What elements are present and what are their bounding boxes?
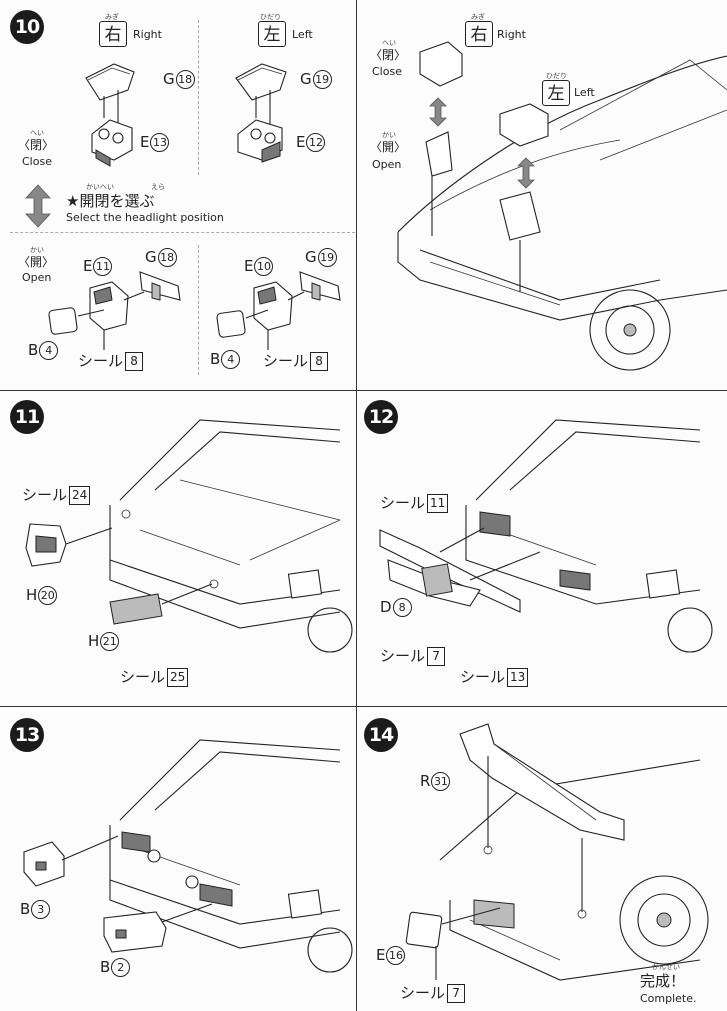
car-rear-step12 [379,419,713,653]
open-ruby: かい [30,246,44,254]
car-rear-step14 [405,723,709,981]
select-jp: ★開閉を選ぶ [66,192,155,210]
complete-ruby: かんせい [652,963,680,971]
car-rear-step13 [23,739,353,973]
open-jp: 〈開〉 [18,255,55,269]
step-number-10: 10 [10,10,44,44]
select-ruby-2: えら [151,183,165,191]
dashed-divider-horizontal [10,232,355,233]
complete-jp: 完成！ [640,972,686,990]
right-ruby-panel: みぎ [471,13,485,21]
column-divider [356,0,357,1011]
close-jp-panel: 〈閉〉 [370,48,407,62]
close-ruby-panel: へい [382,39,396,47]
step-number-11: 11 [10,400,44,434]
car-rear-step11 [25,419,353,653]
step-number-14: 14 [364,718,398,752]
right-kanji: 右 [99,21,127,47]
close-ruby: へい [30,129,44,137]
left-kanji: 左 [258,21,286,47]
step10-illustration [25,41,727,371]
left-label-panel: Left [574,86,595,99]
open-label: Open [22,271,52,284]
select-en: Select the headlight position [66,211,224,224]
step-number-12: 12 [364,400,398,434]
dashed-divider-bottom [198,245,199,375]
close-label-panel: Close [372,65,402,78]
open-ruby-panel: かい [382,131,396,139]
right-ruby: みぎ [105,13,119,21]
row-divider-2 [0,706,727,707]
right-label: Right [133,28,162,41]
left-label: Left [292,28,313,41]
step-number-13: 13 [10,718,44,752]
right-label-panel: Right [497,28,526,41]
left-ruby-panel: ひだり [546,72,567,80]
open-label-panel: Open [372,158,402,171]
close-label: Close [22,155,52,168]
car-front-illustration [397,41,727,371]
open-close-arrow-icon [25,184,51,228]
right-kanji-panel: 右 [465,21,493,47]
left-kanji-panel: 左 [542,80,570,106]
open-jp-panel: 〈開〉 [370,140,407,154]
row-divider-1 [0,390,727,391]
select-ruby-1: かいへい [86,183,114,191]
complete-en: Complete. [640,992,697,1005]
dashed-divider-top [198,20,199,175]
close-jp: 〈閉〉 [18,138,55,152]
left-ruby: ひだり [260,13,281,21]
